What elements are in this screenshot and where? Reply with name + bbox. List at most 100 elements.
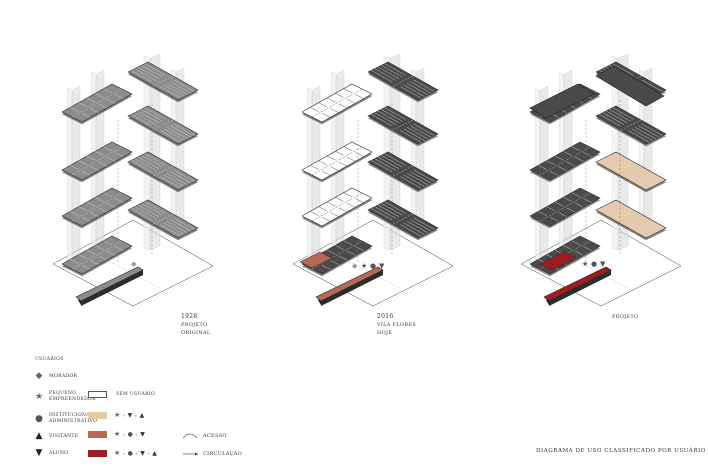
panel-2016-right-floor-0-wall: [377, 66, 400, 79]
panel-2016-left-floor-3-wall: [326, 249, 336, 255]
panel-projeto-right-floor-1-wall: [605, 110, 628, 123]
panel-2016-right-floor-3-wall: [384, 201, 406, 214]
panel-1928-right-floor-1-wall: [160, 130, 182, 143]
panel-2016-right-floor-2-wall: [400, 176, 422, 189]
legend-user-visitante: ▲ VISITANTE: [35, 431, 79, 441]
panel-1928-left-floor-1-wall: [90, 166, 99, 171]
panel-projeto-left-floor-3-wall: [583, 246, 592, 251]
panel-1928-left-floor-3-wall: [90, 260, 99, 265]
panel-2016-left-floor-2-corridor: [311, 192, 363, 222]
panel-1928-left-floor-2-wall: [106, 202, 116, 208]
circle-icon: ●: [35, 413, 43, 424]
panel-2016-left-floor-1-wall: [321, 170, 331, 176]
panel-2016-right-floor-1-wall: [413, 123, 435, 136]
panel-projeto-left-floor-2-wall: [563, 197, 572, 202]
key-terracotta: ★ + ● + ▼: [88, 430, 145, 438]
panel-1928-left-floor-2-corridor: [71, 192, 123, 222]
panel-2016-left-floor-2-wall: [335, 197, 344, 202]
panel-projeto-left-floor-1-wall: [571, 146, 581, 152]
panel-2016-left-floor-2-wall: [355, 198, 364, 203]
panel-2016-left-floor-1-wall: [310, 165, 319, 170]
panel-2016-right-floor-0-wall: [384, 63, 406, 76]
panel-1928-right-floor-1-corridor: [152, 119, 174, 131]
panel-2016-left-floor-0-corridor: [311, 88, 363, 118]
panel-2016-annex-side: [321, 270, 383, 306]
diamond-icon: ◆: [35, 371, 43, 381]
panel-1928-right-floor-1-wall: [141, 109, 163, 122]
panel-projeto-left-floor-2-wall: [574, 202, 584, 208]
panel-1928-left-floor-0-wall: [81, 112, 91, 118]
panel-2016-right-floor-0-wall: [381, 65, 403, 78]
swatch-red: [88, 449, 107, 457]
panel-2016-left-floor-2-wall: [321, 216, 331, 222]
panel-1928-right-floor-1-wall: [134, 112, 156, 125]
panel-2016-left-floor-3-wall: [321, 264, 331, 270]
panel-projeto-right-floor-1-wall: [612, 107, 634, 120]
key-red: ★ + ● + ▼ + ▲: [88, 449, 157, 457]
panel-1928-right-floor-0-wall: [144, 63, 166, 76]
panel-2016-right-floor-1-wall: [377, 110, 400, 123]
panel-2016-right-floor-2-wall: [384, 153, 406, 166]
panel-2016-right-floor-1-wall: [406, 127, 429, 140]
panel-1928-right-floor-3-corridor: [152, 213, 174, 225]
panel-projeto-left-floor-2-corridor: [539, 192, 591, 222]
panel-2016-left-floor-0-wall: [330, 108, 339, 113]
panel-2016-right-floor-2-wall: [413, 169, 435, 182]
panel-1928-right-floor-1-wall: [166, 127, 189, 140]
panel-1928-left-floor-1-wall: [95, 151, 104, 156]
panel-2016-right-floor-3-wall: [377, 204, 400, 217]
panel-2016-right-floor-0-wall: [403, 84, 425, 97]
panel-1928-right-floor-0-wall: [166, 83, 189, 96]
panel-projeto-right-floor-1-wall: [634, 127, 657, 140]
panel-1928-left-floor-3-wall: [70, 259, 79, 264]
panel-2016-marker-0: ◆: [352, 262, 358, 270]
panel-2016-left-floor-0-wall: [355, 94, 364, 99]
panel-1928-right-floor-3-wall: [166, 221, 189, 234]
panel-2016-left-floor-2-wall: [338, 207, 348, 213]
panel-projeto-right-floor-1-wall: [628, 130, 650, 143]
panel-1928-left-floor-2-wall: [78, 206, 88, 212]
panel-projeto-right-floor-0-wall: [641, 79, 663, 92]
caption-1928: 1928 PROJETO ORIGINAL: [181, 313, 211, 336]
panel-1928-right-floor-1-wall: [173, 123, 195, 136]
panel-1928-left-floor-3-wall: [81, 264, 91, 270]
panel-projeto-roof-left: [529, 83, 595, 119]
panel-1928-right-floor-3-wall: [170, 219, 192, 232]
panel-2016-left-floor-0-wall: [343, 88, 353, 94]
panel-1928-left-floor-2-wall: [95, 197, 104, 202]
panel-2016-left-floor-3-wall: [346, 250, 356, 256]
legend-user-morador: ◆ MORADOR: [35, 371, 78, 381]
panel-projeto-left-floor-2-wall: [558, 212, 567, 217]
panel-projeto-left-floor-1-wall: [549, 170, 559, 176]
panel-1928-left-floor-0-wall: [98, 103, 108, 109]
panel-1928-right-floor-2-wall: [166, 173, 189, 186]
panel-projeto-left-floor-1-wall: [563, 151, 572, 156]
panel-2016-right-floor-0-wall: [406, 83, 429, 96]
panel-1928-annex-side: [81, 270, 143, 306]
panel-2016-right-floor-3-corridor: [392, 213, 414, 225]
panel-1928-left-floor-1-wall: [115, 152, 124, 157]
panel-2016-left-floor-0-wall: [326, 97, 336, 103]
panel-1928-right-floor-3-wall: [137, 204, 160, 217]
panel-projeto-left-floor-2-wall: [546, 206, 556, 212]
panel-2016-left-floor-1-corridor: [311, 146, 363, 176]
panel-1928-right-floor-2-wall: [163, 174, 185, 187]
panel-2016-left-floor-2-wall: [343, 192, 353, 198]
panel-2016-left-floor-0-wall: [310, 107, 319, 112]
panel-projeto-right-floor-2-wall: [631, 174, 653, 187]
panel-2016-left-floor-0-wall: [335, 93, 344, 98]
panel-1928-left-floor-3-wall: [78, 254, 88, 260]
panel-2016-left-floor-3-wall: [355, 246, 364, 251]
panel-1928-right-floor-0-wall: [163, 84, 185, 97]
panel-2016-right-floor-1-wall: [371, 114, 393, 127]
panel-projeto-right-floor-3-wall: [599, 208, 621, 221]
panel-projeto-left-floor-2-wall: [566, 207, 576, 213]
panel-2016-right-floor-2-wall: [406, 173, 429, 186]
panel-1928-left-floor-0-wall: [86, 97, 96, 103]
panel-projeto-left-floor-1-wall: [546, 160, 556, 166]
panel-2016-right-floor-1-wall: [400, 130, 422, 143]
panel-2016-left-floor-0-wall: [318, 102, 328, 108]
panel-1928-left-floor-3-wall: [86, 249, 96, 255]
panel-2016-right-floor-0-wall: [371, 70, 393, 83]
